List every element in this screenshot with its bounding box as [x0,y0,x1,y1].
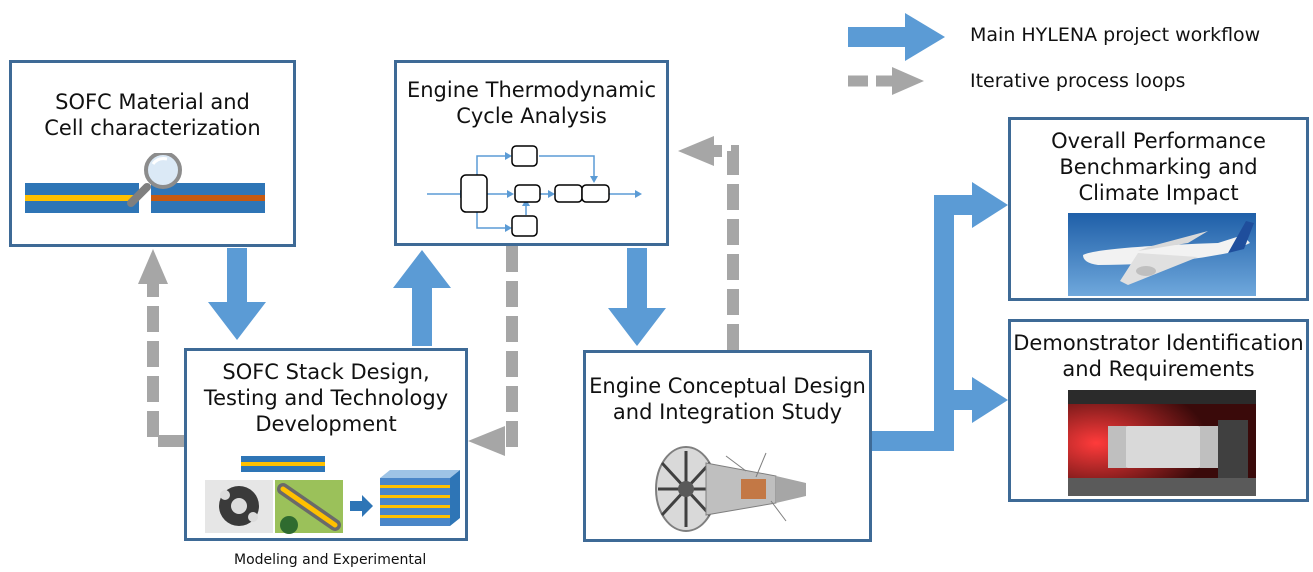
legend-arrows [848,13,945,95]
demonstrator-title: Demonstrator Identification and Requirem… [1013,331,1304,381]
legend-main-arrow-shaft [848,27,908,47]
benchmarking-box: Overall Performance Benchmarking and Cli… [1008,117,1309,301]
sofc-material-title: SOFC Material and Cell characterization [44,90,261,140]
stack-illustration [205,456,460,534]
airplane-photo [1068,213,1256,296]
caption-modeling: Modeling and Experimental [234,552,427,568]
cycle-flow-diagram [427,145,642,237]
stack-design-box: SOFC Stack Design, Testing and Technolog… [184,348,468,541]
turbofan-engine-cutaway [655,446,806,532]
stack-block [380,470,460,526]
benchmarking-title: Overall Performance Benchmarking and Cli… [1051,129,1266,205]
cell-illustration [25,153,265,213]
arrowhead-to-benchmarking [972,182,1008,228]
loop-stack-to-material [147,282,184,447]
test-rig-photo [1068,390,1256,496]
engine-design-box: Engine Conceptual Design and Integration… [583,350,872,542]
demonstrator-box: Demonstrator Identification and Requirem… [1008,319,1309,502]
arrow-thermo-to-engine [608,248,666,346]
stack-design-title: SOFC Stack Design, Testing and Technolog… [203,360,449,436]
loop-engine-to-thermo [712,145,739,350]
loop-thermo-to-stack [503,246,518,447]
arrow-stack-to-thermo [393,250,451,346]
legend-iterative-arrowhead [892,67,924,95]
thermo-cycle-title: Engine Thermodynamic Cycle Analysis [406,78,657,128]
main-workflow-arrows [208,182,1008,451]
legend-main-label: Main HYLENA project workflow [970,24,1261,46]
arrow-engine-to-outputs [872,195,975,451]
arrow-material-to-stack [208,248,266,340]
legend-iterative-label: Iterative process loops [970,70,1186,92]
thermo-cycle-box: Engine Thermodynamic Cycle Analysis [394,60,669,246]
tubular-cell-illustration [275,480,343,534]
arrowhead-to-demonstrator [972,377,1008,423]
magnifier-icon [127,153,182,207]
sofc-material-box: SOFC Material and Cell characterization [9,60,296,247]
iterative-loop-arrows [138,136,739,456]
engine-design-title: Engine Conceptual Design and Integration… [589,374,866,424]
legend-main-arrowhead [905,13,945,61]
porous-structure-photo [205,480,273,533]
